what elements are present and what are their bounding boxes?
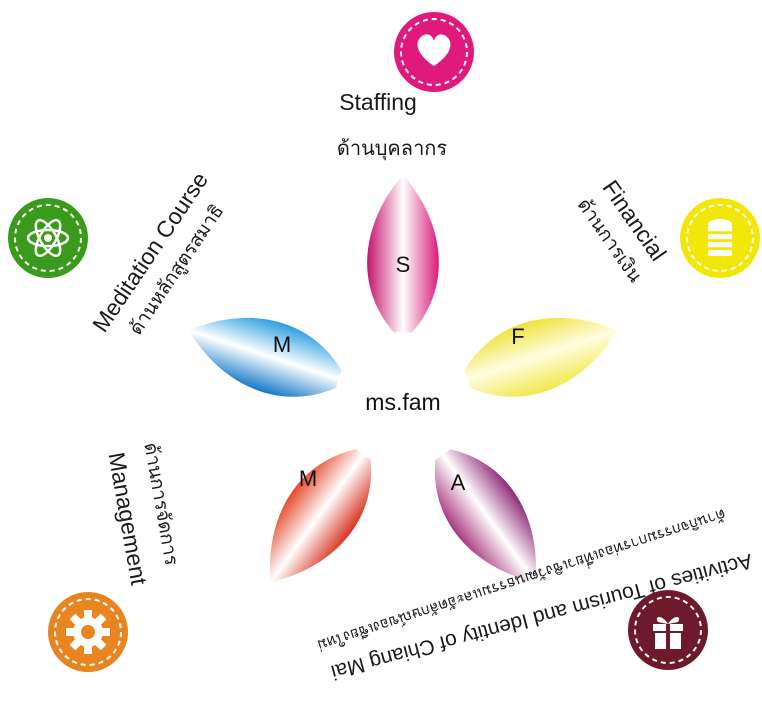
petal-letter-m-management: M xyxy=(299,466,317,491)
petal-management xyxy=(270,446,372,583)
petal-staffing xyxy=(367,175,439,342)
staffing-label-en: Staffing xyxy=(339,89,417,115)
petal-letter-a: A xyxy=(451,470,466,495)
atom-icon xyxy=(8,198,88,278)
gear-icon xyxy=(48,592,128,672)
petal-letter-f: F xyxy=(511,324,524,349)
heart-icon xyxy=(394,12,474,92)
petal-activities xyxy=(434,446,536,583)
gift-icon xyxy=(628,590,708,670)
petal-meditation xyxy=(189,317,348,397)
petal-letter-m-meditation: M xyxy=(273,332,291,357)
staffing-label-th: ด้านบุคลากร xyxy=(337,136,448,161)
center-label: ms.fam xyxy=(365,389,440,415)
coin-stack-icon xyxy=(680,198,760,278)
petal-financial xyxy=(458,317,617,397)
center-circle xyxy=(335,332,471,468)
petal-letter-s: S xyxy=(396,252,411,277)
